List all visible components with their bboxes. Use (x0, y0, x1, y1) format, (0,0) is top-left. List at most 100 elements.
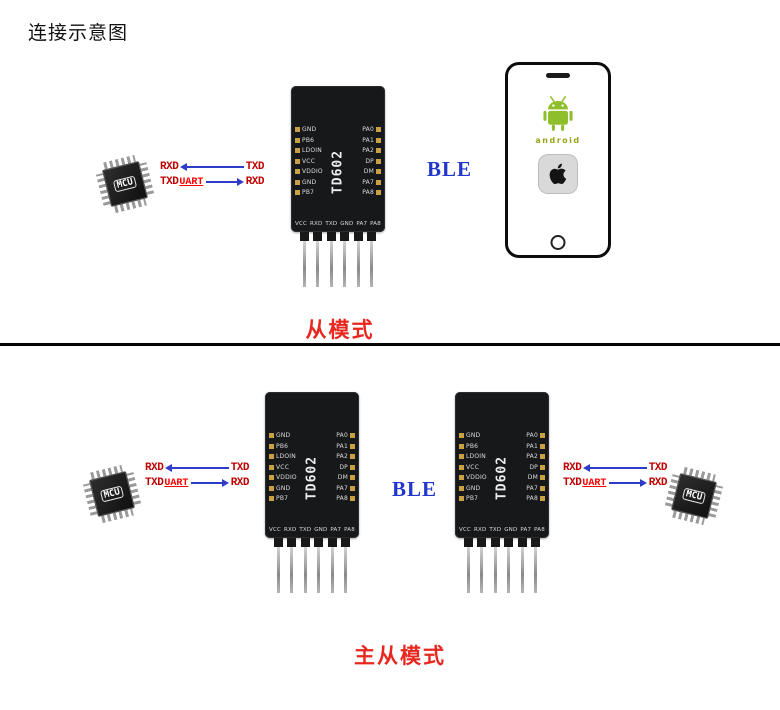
android-robot-icon (543, 95, 573, 131)
uart-connection: RXD TXD TXD UART RXD (145, 461, 250, 490)
pin-label: PA0 (362, 126, 374, 133)
pin-label: VCC (302, 157, 316, 165)
arrow-left-icon (583, 464, 647, 472)
header-pin-icon (326, 232, 336, 288)
pin-pad-icon (540, 433, 545, 438)
pin-row: PA1 (362, 137, 381, 144)
pin-pad-icon (459, 464, 464, 470)
page-title: 连接示意图 (28, 23, 129, 44)
module-name-label: TD602 (330, 149, 346, 195)
mcu-chip-rotated: MCU (91, 150, 159, 218)
pin-label: RXD (283, 527, 297, 533)
pin-row: GND (269, 432, 297, 439)
module-pcb: GND PB6 LDOIN VCC (291, 86, 385, 232)
arrow-right-icon (206, 178, 244, 186)
pin-pad-icon (350, 475, 355, 480)
header-pin-icon (530, 538, 540, 594)
pin-pad-icon (295, 190, 300, 195)
pin-row: GND (295, 126, 323, 133)
pin-label: DM (337, 474, 348, 481)
pin-row: DM (528, 474, 545, 481)
uart-label: UART (164, 477, 189, 489)
pin-label: DP (365, 157, 374, 165)
module-right-pin-labels: PA0 PA1 PA2 DP D (526, 432, 545, 502)
uart-tx-row: TXD UART RXD (145, 476, 250, 490)
pin-pad-icon (459, 485, 464, 491)
ble-label: BLE (392, 477, 438, 501)
pin-label: PA1 (336, 442, 348, 450)
header-pin-icon (300, 538, 310, 594)
pin-pad-icon (350, 454, 355, 459)
pin-label: GND (276, 432, 291, 439)
rxd-label: RXD (160, 161, 179, 173)
pin-row: GND (269, 485, 297, 492)
pin-pad-icon (269, 496, 274, 501)
pin-label: PA2 (362, 147, 374, 154)
pin-label: PA7 (526, 484, 538, 492)
pin-label: GND (302, 178, 317, 186)
header-pin-icon (517, 538, 527, 594)
pin-label: LDOIN (276, 453, 296, 460)
pin-label: LDOIN (302, 147, 322, 154)
uart-rx-row: RXD TXD (563, 461, 668, 475)
module-left-pin-labels: GND PB6 LDOIN VCC (269, 432, 297, 502)
pin-label: PB7 (302, 189, 315, 196)
pin-pad-icon (376, 179, 381, 185)
pin-row: PB7 (269, 495, 297, 502)
pin-label: PB6 (466, 442, 479, 450)
mcu-chip: MCU (664, 466, 724, 526)
txd-label: TXD (245, 161, 265, 173)
pin-pad-icon (350, 443, 355, 449)
header-pin-icon (300, 232, 309, 288)
pin-pad-icon (350, 464, 355, 470)
pin-row: PA8 (362, 189, 381, 196)
pin-pad-icon (540, 475, 545, 480)
header-pin-icon (274, 538, 283, 594)
pin-pad-icon (376, 169, 381, 174)
pin-pad-icon (295, 169, 300, 174)
pin-pad-icon (459, 454, 464, 459)
header-pin-icon (340, 538, 350, 594)
arrow-right-icon (609, 479, 647, 487)
pin-row: GND (459, 485, 487, 492)
pin-pad-icon (459, 475, 464, 480)
pin-label: PA8 (526, 495, 538, 502)
pin-label: PA8 (336, 495, 348, 502)
pin-label: PB7 (276, 495, 289, 502)
mcu-label: MCU (112, 175, 138, 193)
pin-label: PA1 (362, 136, 374, 144)
pin-label: DP (529, 463, 538, 471)
mcu-chip-rotated: MCU (660, 462, 728, 530)
header-pin-icon (287, 538, 297, 594)
pin-label: TXD (489, 527, 502, 533)
txd-label: TXD (563, 477, 582, 489)
pin-row: PB7 (295, 189, 323, 196)
pin-pad-icon (540, 464, 545, 470)
header-pin-icon (353, 232, 363, 288)
pin-label: VDDIO (466, 474, 487, 481)
pin-label: PA7 (336, 484, 348, 492)
pin-row: LDOIN (295, 147, 323, 154)
pin-label: VCC (276, 463, 290, 471)
pin-pad-icon (376, 148, 381, 153)
pin-pad-icon (350, 433, 355, 438)
uart-rx-row: RXD TXD (145, 461, 250, 475)
pin-pad-icon (459, 496, 464, 501)
module-pcb: GND PB6 LDOIN VCC (265, 392, 359, 538)
header-pin-icon (313, 232, 323, 288)
pin-label: PA7 (520, 527, 532, 533)
header-pin-icon (464, 538, 473, 594)
pin-pad-icon (269, 433, 274, 438)
td602-module-right: GND PB6 LDOIN VCC (455, 392, 549, 594)
pin-pad-icon (350, 485, 355, 491)
module-left-pin-labels: GND PB6 LDOIN VCC (459, 432, 487, 502)
pin-label: PA8 (344, 527, 355, 533)
pin-pad-icon (269, 464, 274, 470)
pin-label: PA1 (526, 442, 538, 450)
pin-row: PA0 (362, 126, 381, 133)
phone-screen: android (514, 93, 602, 229)
pin-row: VCC (269, 464, 297, 471)
pin-row: PB6 (459, 443, 487, 450)
